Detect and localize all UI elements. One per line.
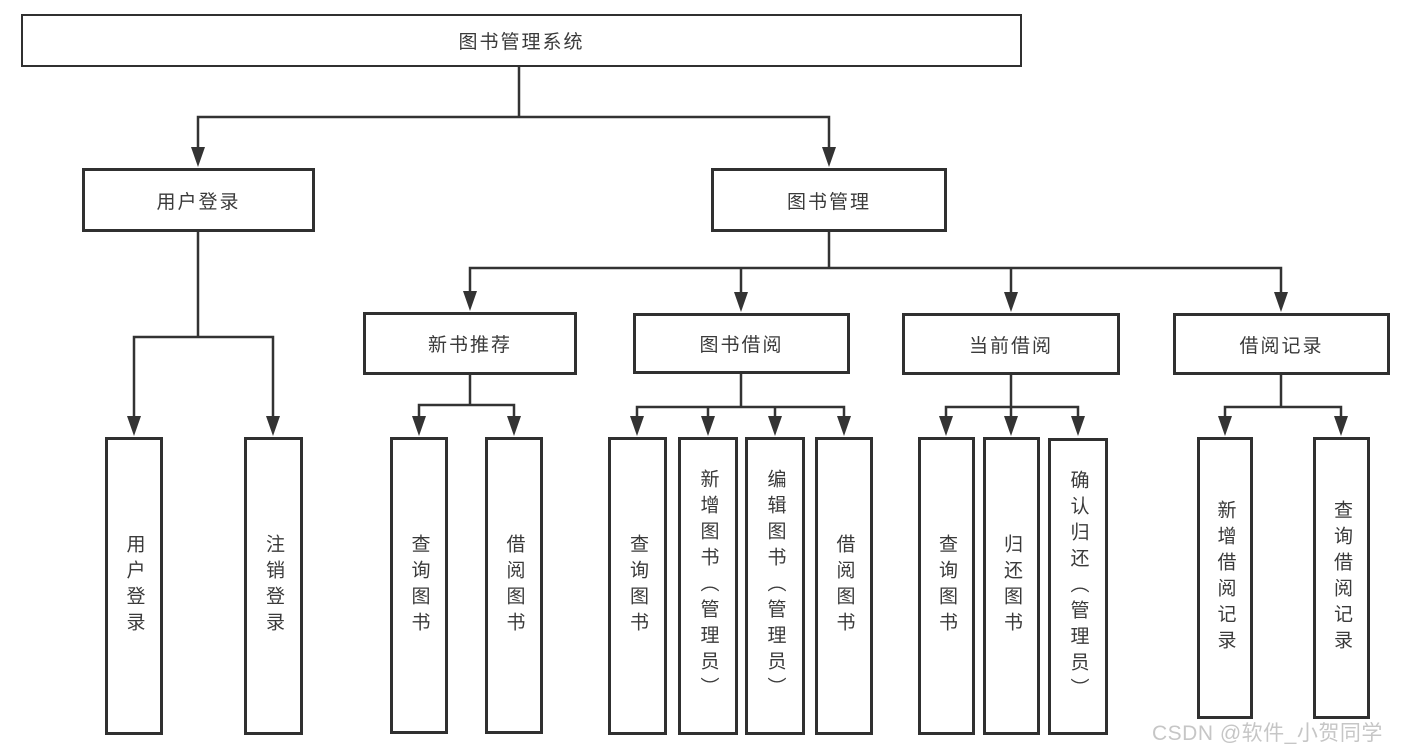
node-user-login-module: 用户登录 [82,168,315,232]
leaf-logout: 注销登录 [244,437,303,735]
node-new-book-recommend: 新书推荐 [363,312,577,375]
leaf-return-books: 归还图书 [983,437,1040,735]
node-current-borrowing: 当前借阅 [902,313,1120,375]
leaf-confirm-return-admin: 确认归还（管理员） [1048,438,1108,735]
leaf-borrow-books-recommend: 借阅图书 [485,437,543,734]
leaf-query-books-recommend: 查询图书 [390,437,448,734]
node-system-root: 图书管理系统 [21,14,1022,67]
node-borrowing-records: 借阅记录 [1173,313,1390,375]
node-book-management-module: 图书管理 [711,168,947,232]
csdn-watermark: CSDN @软件_小贺同学 [1152,722,1383,745]
leaf-query-borrow-record: 查询借阅记录 [1313,437,1370,719]
connector-current-borrow-branch [944,374,1080,422]
node-book-borrowing: 图书借阅 [633,313,850,374]
leaf-edit-books-admin: 编辑图书（管理员） [745,437,805,735]
connector-new-book-branch [417,374,516,422]
leaf-query-books-current: 查询图书 [918,437,975,735]
connector-book-borrow-branch [635,372,846,422]
leaf-add-borrow-record: 新增借阅记录 [1197,437,1253,719]
connector-root-to-level2 [196,65,831,152]
leaf-user-login: 用户登录 [105,437,163,735]
connector-borrow-record-branch [1223,374,1343,422]
connector-book-mgmt-to-level3 [468,231,1283,298]
leaf-query-books-borrowing: 查询图书 [608,437,667,735]
connector-user-login-branch [132,231,275,421]
leaf-add-books-admin: 新增图书（管理员） [678,437,738,735]
leaf-borrow-books: 借阅图书 [815,437,873,735]
arrowheads [127,147,1348,436]
